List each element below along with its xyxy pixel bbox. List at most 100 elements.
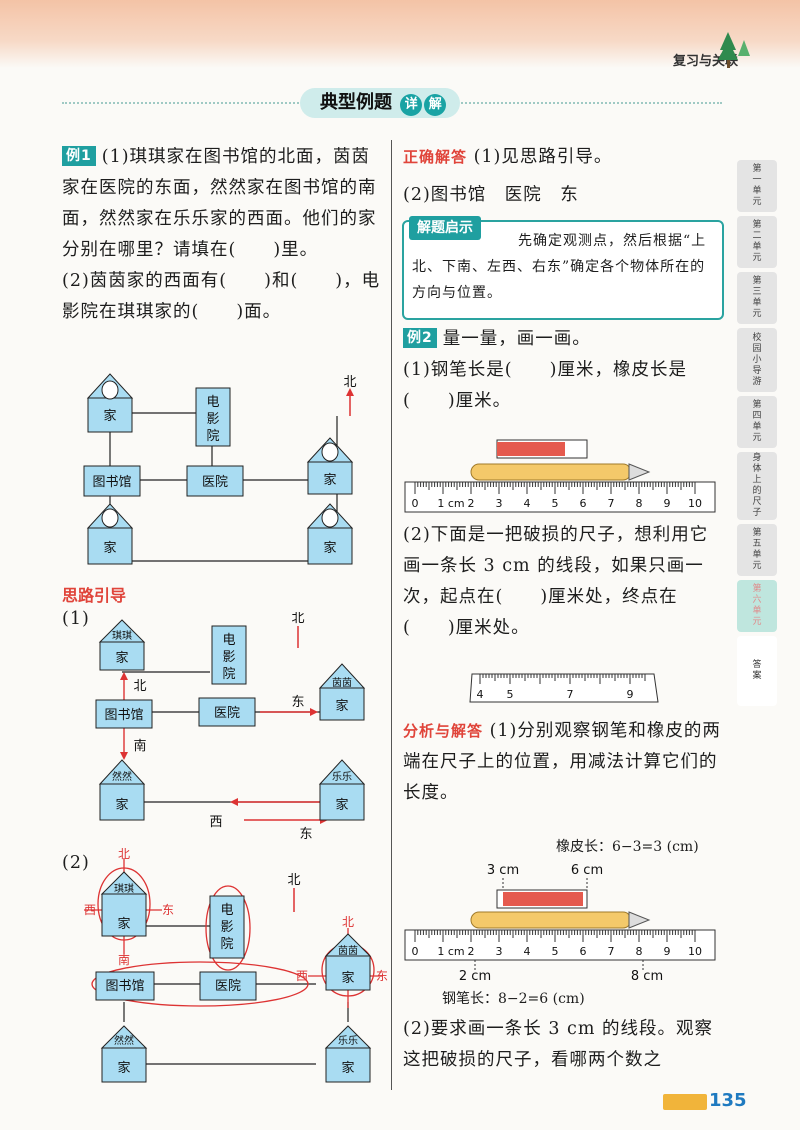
ruler-label: 1 cm xyxy=(437,945,464,958)
name-label: 琪琪 xyxy=(112,629,132,642)
ruler-label: 9 xyxy=(627,688,634,701)
south-label: 南 xyxy=(118,952,130,967)
home-label: 家 xyxy=(323,540,336,556)
east-label: 东 xyxy=(291,695,304,710)
hospital-label: 医院 xyxy=(202,475,228,490)
tab-label: 答案 xyxy=(752,660,762,681)
tab-label: 第一单元 xyxy=(752,164,762,207)
cinema-label: 影 xyxy=(220,920,233,935)
hospital-label: 医院 xyxy=(214,706,240,721)
north-label: 北 xyxy=(291,612,304,626)
cinema-label: 院 xyxy=(220,937,233,952)
name-label: 然然 xyxy=(114,1034,134,1047)
hint-label: 思路引导 xyxy=(62,586,127,605)
cinema-label: 院 xyxy=(222,667,235,682)
tip-text: 先确定观测点，然后根据“上北、下南、左西、右东”确定各个物体所在的方向与位置。 xyxy=(412,233,707,301)
ruler-label: 2 xyxy=(468,497,475,510)
top-banner xyxy=(0,0,800,68)
section-title-badge: 详 xyxy=(400,94,423,116)
section-title-text: 典型例题 xyxy=(320,92,392,113)
south-label: 南 xyxy=(133,738,146,754)
analysis-block: 分析与解答 (1)分别观察钢笔和橡皮的两端在尺子上的位置，用减法计算它们的长度。 xyxy=(403,716,723,809)
east-label: 东 xyxy=(299,827,312,842)
ruler-label: 5 xyxy=(507,688,514,701)
ruler-label: 1 cm xyxy=(437,497,464,510)
tab-unit-5[interactable]: 第五单元 xyxy=(737,524,777,576)
example-1: 例1(1)琪琪家在图书馆的北面，茵茵家在医院的东面，然然家在图书馆的南面，然然家… xyxy=(62,142,382,328)
tab-label: 第三单元 xyxy=(752,276,762,319)
tab-label: 第五单元 xyxy=(752,528,762,571)
question-text: 量一量，画一画。 xyxy=(442,329,591,349)
cinema-label: 电 xyxy=(222,633,235,648)
tab-unit-4[interactable]: 第四单元 xyxy=(737,396,777,448)
ruler-label: 9 xyxy=(664,945,671,958)
map-hint-2: 琪琪 家 电 影 院 图书馆 医院 茵茵 家 然然 家 乐乐 家 北 南 西 东… xyxy=(84,847,388,1083)
home-label: 家 xyxy=(323,472,336,488)
home-label: 家 xyxy=(103,408,116,424)
ruler-label: 0 xyxy=(412,945,419,958)
name-label: 茵茵 xyxy=(338,945,358,957)
name-label: 乐乐 xyxy=(332,771,352,783)
ruler-label: 7 xyxy=(608,945,615,958)
name-label: 琪琪 xyxy=(114,882,134,895)
tab-unit-6[interactable]: 第六单元 xyxy=(737,580,777,632)
eraser-calc: 橡皮长：6−3=3 (cm) xyxy=(556,839,699,855)
name-label: 然然 xyxy=(112,770,132,783)
home-label: 家 xyxy=(115,650,128,666)
ruler-label: 6 xyxy=(580,497,587,510)
ruler-label: 4 xyxy=(477,688,484,701)
map-hint-1: 琪琪 家 电 影 院 图书馆 医院 茵茵 家 然然 家 乐乐 家 北 南 东 西… xyxy=(95,612,366,842)
tip-label: 解题启示 xyxy=(409,216,481,240)
name-label: 茵茵 xyxy=(332,677,352,689)
map-question: 家 电 影 院 图书馆 医院 家 家 家 北 xyxy=(83,373,357,565)
tab-unit-2[interactable]: 第二单元 xyxy=(737,216,777,268)
east-label: 东 xyxy=(162,903,174,917)
home-label: 家 xyxy=(115,797,128,813)
example-tag: 例2 xyxy=(403,328,437,348)
analysis-label: 分析与解答 xyxy=(403,722,484,740)
cinema-label: 影 xyxy=(206,412,219,427)
tab-unit-1[interactable]: 第一单元 xyxy=(737,160,777,212)
ruler-label: 2 xyxy=(468,945,475,958)
tab-unit-3[interactable]: 第三单元 xyxy=(737,272,777,324)
question-text: (1)钢笔长是( )厘米，橡皮长是( )厘米。 xyxy=(403,360,687,411)
ruler-label: 5 xyxy=(552,497,559,510)
ruler-label: 5 xyxy=(552,945,559,958)
mark-label: 6 cm xyxy=(571,863,603,878)
library-label: 图书馆 xyxy=(104,708,143,723)
tab-body-ruler[interactable]: 身体上的尺子 xyxy=(737,452,777,520)
tab-label: 第六单元 xyxy=(752,584,762,627)
example-tag: 例1 xyxy=(62,146,96,166)
home-label: 家 xyxy=(117,916,130,932)
tab-answers[interactable]: 答案 xyxy=(737,636,777,706)
ruler-label: 6 xyxy=(580,945,587,958)
answer-text: (1)见思路引导。 xyxy=(473,147,613,167)
tab-label: 校园小导游 xyxy=(752,332,762,387)
answer-text: (2)图书馆 医院 东 xyxy=(403,185,579,205)
north-label: 北 xyxy=(342,915,354,929)
question-text: (2)茵茵家的西面有( )和( )，电影院在琪琪家的( )面。 xyxy=(62,271,381,322)
cinema-label: 电 xyxy=(206,395,219,410)
ruler-label: 10 xyxy=(688,945,702,958)
hospital-label: 医院 xyxy=(215,979,241,994)
library-label: 图书馆 xyxy=(105,979,144,994)
ruler-label: 7 xyxy=(608,497,615,510)
home-label: 家 xyxy=(103,540,116,556)
question-2: (2)下面是一把破损的尺子，想利用它画一条长 3 cm 的线段，如果只画一次，起… xyxy=(403,525,709,638)
home-label: 家 xyxy=(335,797,348,813)
home-label: 家 xyxy=(341,1060,354,1076)
tab-label: 第二单元 xyxy=(752,220,762,263)
column-divider xyxy=(391,140,392,1090)
analysis-text-2: (2)要求画一条长 3 cm 的线段。观察这把破损的尺子，看哪两个数之 xyxy=(403,1019,714,1070)
ruler-label: 4 xyxy=(524,945,531,958)
mark-label: 2 cm xyxy=(459,969,491,984)
ruler-label: 3 xyxy=(496,945,503,958)
pen-calc: 钢笔长：8−2=6 (cm) xyxy=(442,991,585,1007)
tab-campus-guide[interactable]: 校园小导游 xyxy=(737,328,777,392)
ruler-label: 9 xyxy=(664,497,671,510)
home-label: 家 xyxy=(335,698,348,714)
